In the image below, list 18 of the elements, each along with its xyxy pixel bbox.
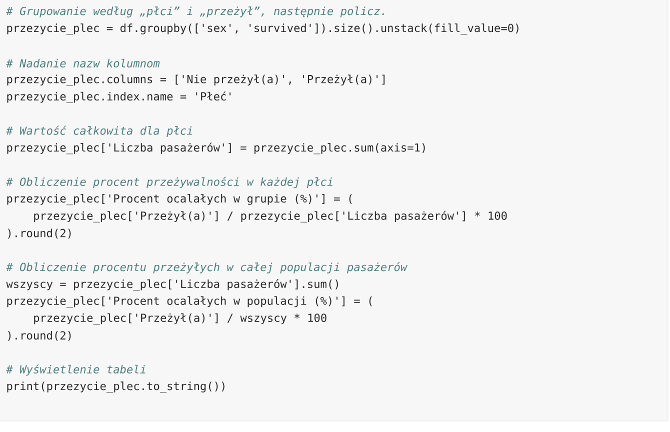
code-line: przezycie_plec = df.groupby(['sex', 'survived']).size().unstack(fill_value=0) [7, 24, 518, 35]
code-comment: # Wartość całkowita dla płci [6, 126, 192, 137]
code-comment: # Grupowanie według „płci” i „przeżył”, następnie policz. [6, 6, 384, 18]
code-comment: # Wyświetlenie tabeli [6, 364, 146, 376]
code-line: wszyscy = przezycie_plec['Liczba pasażerów'].sum() [6, 279, 338, 291]
code-comment: # Obliczenie procent przeżywalności w każdej płci [6, 176, 332, 188]
code-line: przezycie_plec.index.name = 'Płeć' [7, 92, 231, 103]
code-line: ).round(2) [8, 331, 71, 341]
code-comment: # Nadanie nazw kolumnom [6, 58, 160, 68]
code-line: print(przezycie_plec.to_string()) [7, 382, 224, 393]
code-line: przezycie_plec['Liczba pasażerów'] = przezycie_plec.sum(axis=1) [7, 142, 425, 154]
code-line: ).round(2) [8, 228, 71, 239]
code-line: przezycie_plec.columns = ['Nie przeżył(a)', 'Przeżył(a)'] [7, 74, 385, 86]
code-line: przezycie_plec['Przeżył(a)'] / wszyscy * 100 [34, 313, 326, 324]
code-line: przezycie_plec['Przeżył(a)'] / przezycie_plec['Liczba pasażerów'] * 100 [34, 210, 507, 222]
code-comment: # Obliczenie procentu przeżyłych w całej populacji pasażerów [6, 262, 408, 274]
code-line: przezycie_plec['Procent ocalałych w grupie (%)'] = ( [7, 194, 352, 206]
code-line: przezycie_plec['Procent ocalałych w populacji (%)'] = ( [7, 296, 372, 308]
